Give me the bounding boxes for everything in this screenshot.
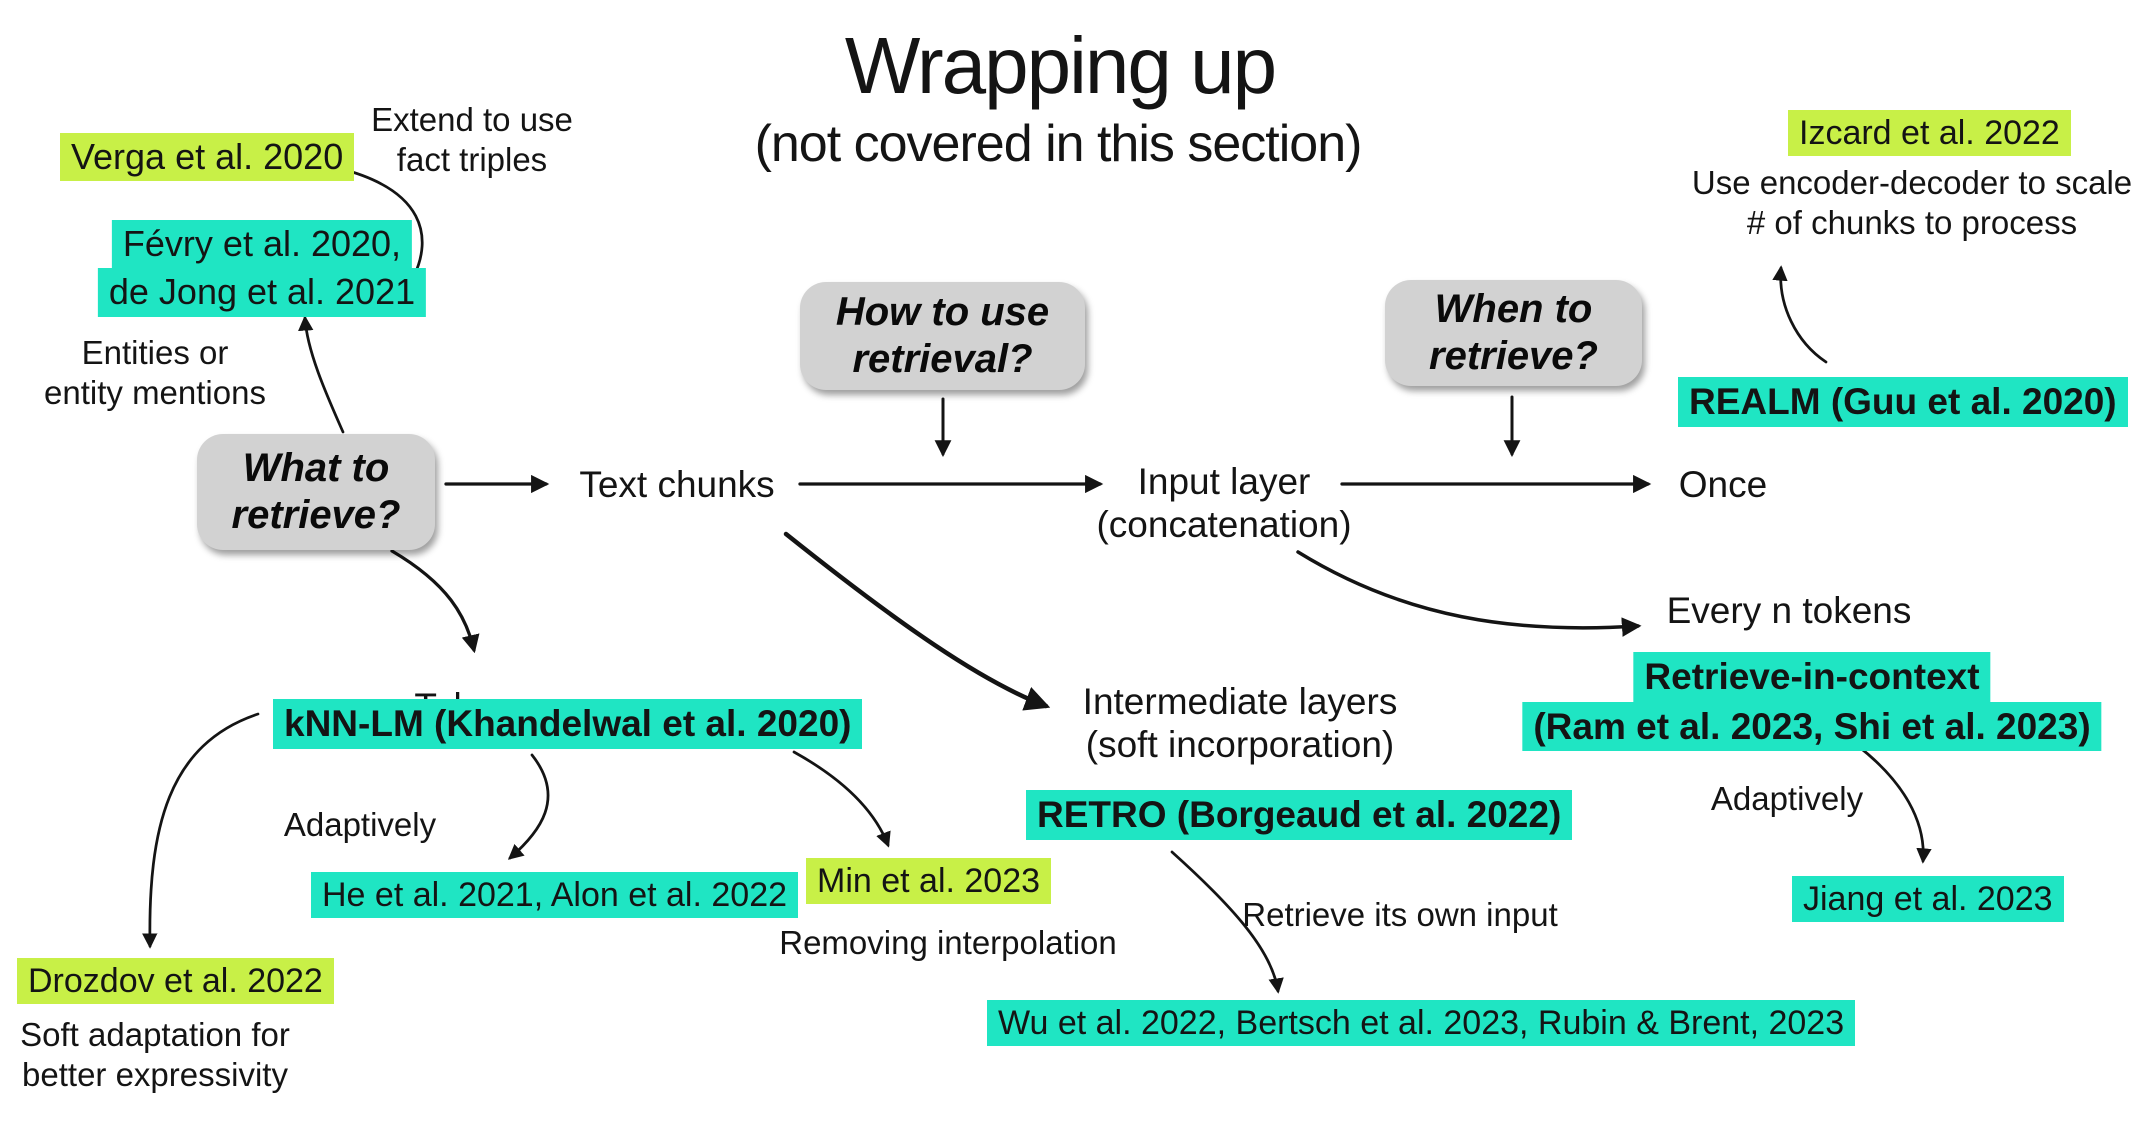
citation-retro: RETRO (Borgeaud et al. 2022): [1026, 790, 1573, 840]
note-adaptively-left: Adaptively: [283, 806, 437, 843]
slide-subtitle: (not covered in this section): [754, 115, 1363, 173]
citation-min-text: Min et al. 2023: [806, 858, 1052, 905]
note-entities-line2: entity mentions: [44, 374, 266, 412]
question-box-when-to-retrieve: When to retrieve?: [1385, 280, 1642, 386]
flow-node-input-layer: Input layer (concatenation): [1096, 461, 1351, 547]
when-box-line2: retrieve?: [1429, 334, 1598, 378]
flow-node-every-n-tokens: Every n tokens: [1666, 590, 1912, 631]
citation-jiang-text: Jiang et al. 2023: [1792, 876, 2064, 923]
note-entities: Entities or entity mentions: [44, 333, 266, 414]
note-entities-line1: Entities or: [81, 334, 229, 371]
citation-knn-lm-text: kNN-LM (Khandelwal et al. 2020): [273, 699, 863, 749]
arrow-whatbox-to-fevry: [298, 315, 345, 434]
citation-retro-text: RETRO (Borgeaud et al. 2022): [1026, 790, 1573, 840]
how-box-line1: How to use: [835, 289, 1050, 334]
flow-node-once: Once: [1678, 464, 1768, 505]
citation-retrieve-in-context: Retrieve-in-context (Ram et al. 2023, Sh…: [1522, 652, 2102, 752]
what-box-line2: retrieve?: [231, 493, 401, 537]
note-encoder-decoder: Use encoder-decoder to scale # of chunks…: [1692, 163, 2132, 244]
arrow-textchunks-to-intermediate: [783, 531, 1051, 711]
note-soft-line2: better expressivity: [22, 1056, 288, 1094]
citation-drozdov-text: Drozdov et al. 2022: [17, 958, 334, 1005]
citation-verga-text: Verga et al. 2020: [60, 133, 355, 182]
citation-jiang: Jiang et al. 2023: [1792, 876, 2064, 923]
citation-izcard-text: Izcard et al. 2022: [1788, 110, 2071, 157]
note-encoder-line2: # of chunks to process: [1746, 204, 2078, 242]
flow-node-intermediate-layers: Intermediate layers (soft incorporation): [1083, 681, 1398, 767]
citation-fevry-dejong: Févry et al. 2020, de Jong et al. 2021: [97, 220, 427, 317]
citation-drozdov: Drozdov et al. 2022: [17, 958, 334, 1005]
citation-fevry-line1: Févry et al. 2020,: [111, 220, 413, 269]
note-encoder-line1: Use encoder-decoder to scale: [1691, 164, 2133, 201]
arrow-knn-to-min: [792, 750, 891, 848]
citation-ric-line2: (Ram et al. 2023, Shi et al. 2023): [1522, 701, 2102, 752]
note-extend-line2: fact triples: [396, 141, 548, 179]
note-adaptively-right: Adaptively: [1710, 780, 1864, 817]
arrow-whatbox-to-tokens: [390, 549, 480, 654]
citation-he-alon: He et al. 2021, Alon et al. 2022: [311, 872, 799, 919]
note-soft-adaptation: Soft adaptation for better expressivity: [20, 1015, 290, 1096]
citation-wu-bertsch-rubin-text: Wu et al. 2022, Bertsch et al. 2023, Rub…: [987, 1000, 1856, 1047]
input-layer-line1: Input layer: [1137, 461, 1311, 502]
citation-realm-text: REALM (Guu et al. 2020): [1678, 377, 2128, 427]
citation-izcard: Izcard et al. 2022: [1788, 110, 2071, 157]
when-box-line1: When to: [1434, 286, 1593, 331]
question-box-what-to-retrieve: What to retrieve?: [197, 434, 435, 550]
what-box-line1: What to: [242, 445, 390, 490]
arrow-knn-to-drozdov: [142, 712, 260, 949]
note-extend-fact-triples: Extend to use fact triples: [371, 100, 573, 181]
arrow-ric-to-jiang: [1856, 744, 1932, 864]
arrow-realm-to-encoder-note: [1772, 265, 1828, 364]
arrow-inputlayer-to-everyn: [1296, 550, 1642, 637]
citation-wu-bertsch-rubin: Wu et al. 2022, Bertsch et al. 2023, Rub…: [987, 1000, 1856, 1047]
intermediate-line1: Intermediate layers: [1082, 681, 1398, 722]
arrow-retro-to-wu: [1170, 850, 1284, 994]
citation-ric-line1: Retrieve-in-context: [1633, 652, 1991, 702]
citation-min: Min et al. 2023: [806, 858, 1052, 905]
arrow-knn-to-he: [507, 753, 550, 860]
note-soft-line1: Soft adaptation for: [20, 1016, 290, 1053]
citation-fevry-line2: de Jong et al. 2021: [97, 268, 427, 317]
note-removing-interpolation: Removing interpolation: [779, 924, 1117, 961]
note-retrieve-own-input: Retrieve its own input: [1242, 896, 1558, 933]
intermediate-line2: (soft incorporation): [1085, 723, 1395, 765]
citation-realm: REALM (Guu et al. 2020): [1678, 377, 2128, 427]
how-box-line2: retrieval?: [852, 337, 1033, 381]
citation-he-alon-text: He et al. 2021, Alon et al. 2022: [311, 872, 799, 919]
citation-verga: Verga et al. 2020: [60, 133, 355, 182]
slide-title: Wrapping up: [844, 21, 1277, 110]
arrow-fevry-to-verga: [335, 163, 424, 278]
citation-knn-lm: kNN-LM (Khandelwal et al. 2020): [273, 699, 863, 749]
input-layer-line2: (concatenation): [1096, 503, 1352, 545]
flow-node-text-chunks: Text chunks: [579, 464, 775, 505]
note-extend-line1: Extend to use: [371, 101, 573, 138]
question-box-how-to-use: How to use retrieval?: [800, 282, 1085, 390]
